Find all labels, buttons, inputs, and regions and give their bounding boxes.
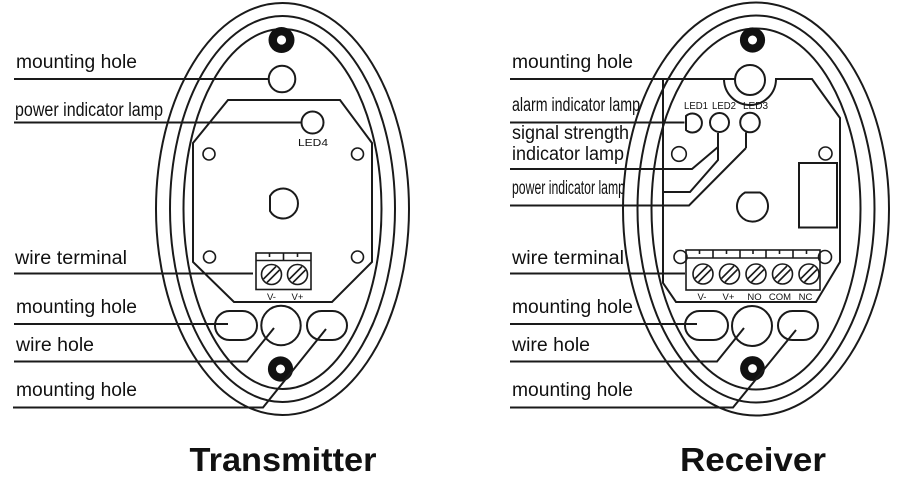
transmitter-mounting-hole-left	[214, 310, 258, 341]
terminal-screw-icon	[718, 263, 741, 285]
callout-signal-strength-line2: indicator lamp	[512, 144, 624, 165]
callout-mounting-hole-mid: mounting hole	[16, 297, 137, 318]
callout-alarm-indicator-lamp: alarm indicator lamp	[512, 95, 640, 116]
plate-hole-icon	[673, 249, 688, 265]
receiver-mounting-hole-right	[777, 310, 819, 341]
callout-mounting-hole-top: mounting hole	[16, 52, 137, 73]
receiver-drawing: V- V+ NO COM NC LED1 LED2 LED3	[510, 1, 890, 478]
callout-wire-terminal: wire terminal	[14, 248, 127, 269]
bottom-screw-icon	[267, 356, 294, 382]
receiver-outer-shell	[622, 1, 890, 417]
receiver-led3-label: LED3	[743, 101, 768, 112]
terminal-screw-icon	[798, 263, 820, 285]
transmitter-power-led	[300, 110, 325, 135]
terminal-label-no: NO	[747, 292, 761, 303]
callout-power-indicator-lamp: power indicator lamp	[512, 178, 625, 199]
receiver-led1-label: LED1	[684, 101, 708, 112]
terminal-label-vminus: V-	[698, 292, 707, 303]
terminal-label-nc: NC	[799, 292, 813, 303]
terminal-screw-icon	[771, 263, 794, 285]
callout-mounting-hole-top: mounting hole	[512, 52, 633, 73]
receiver-plate-edge	[663, 133, 719, 193]
bottom-screw-icon	[740, 356, 765, 381]
transmitter-base-plate	[192, 99, 373, 303]
receiver-led1	[685, 112, 703, 134]
plate-hole-icon	[670, 145, 688, 163]
transmitter-mounting-hole-top	[267, 64, 297, 94]
leader-line	[510, 147, 747, 207]
leader-line	[510, 146, 719, 170]
callout-power-indicator-lamp: power indicator lamp	[15, 100, 163, 121]
receiver-relay-box	[798, 162, 838, 229]
transmitter-terminal-block: V- V+	[255, 252, 312, 303]
callout-mounting-hole-mid: mounting hole	[512, 297, 633, 318]
transmitter-title: Transmitter	[190, 441, 377, 478]
transmitter-led4-label: LED4	[298, 138, 329, 149]
plate-hole-icon	[202, 250, 217, 264]
callout-signal-strength-line1: signal strength	[512, 123, 629, 144]
receiver-middle-shell	[636, 14, 876, 404]
plate-hole-icon	[202, 147, 216, 161]
transmitter-middle-shell	[169, 15, 396, 403]
callout-wire-hole: wire hole	[511, 335, 590, 356]
terminal-label-com: COM	[769, 292, 791, 303]
terminal-screw-icon	[286, 263, 309, 286]
receiver-led3	[739, 111, 761, 134]
terminal-screw-icon	[692, 263, 714, 285]
plate-hole-icon	[350, 250, 365, 264]
callout-wire-terminal: wire terminal	[511, 248, 624, 269]
plate-hole-icon	[818, 146, 833, 161]
transmitter-mounting-hole-right	[306, 310, 348, 341]
callout-mounting-hole-bottom: mounting hole	[16, 380, 137, 401]
transmitter-outer-shell	[155, 2, 410, 416]
callout-mounting-hole-bottom: mounting hole	[512, 380, 633, 401]
receiver-led2-label: LED2	[712, 101, 736, 112]
receiver-title: Receiver	[680, 441, 826, 478]
receiver-center-hole	[736, 191, 769, 223]
receiver-led2	[709, 112, 730, 133]
leader-line	[510, 329, 797, 409]
receiver-mounting-hole-left	[684, 310, 729, 341]
transmitter-wire-hole	[260, 304, 302, 347]
transmitter-inner-shell	[182, 28, 383, 390]
leader-line	[13, 328, 327, 409]
terminal-screw-icon	[260, 263, 283, 286]
terminal-screw-icon	[745, 263, 767, 285]
terminal-label-vplus: V+	[292, 292, 304, 303]
leader-line	[14, 327, 275, 363]
top-screw-icon	[739, 27, 766, 53]
top-screw-icon	[268, 27, 295, 53]
receiver-inner-shell	[650, 27, 862, 391]
plate-hole-icon	[817, 249, 833, 265]
callout-wire-hole: wire hole	[15, 335, 94, 356]
transmitter-center-hole	[269, 187, 299, 220]
terminal-label-vplus: V+	[723, 292, 735, 303]
terminal-label-vminus: V-	[267, 292, 276, 303]
receiver-terminal-block: V- V+ NO COM NC	[685, 249, 821, 303]
plate-hole-icon	[350, 147, 365, 161]
transmitter-drawing: V- V+ LED4 mounting hole power indicator…	[13, 2, 410, 478]
receiver-mounting-hole-top	[734, 64, 766, 96]
receiver-base-plate	[662, 78, 841, 303]
receiver-wire-hole	[731, 305, 773, 347]
leader-line	[510, 327, 745, 363]
